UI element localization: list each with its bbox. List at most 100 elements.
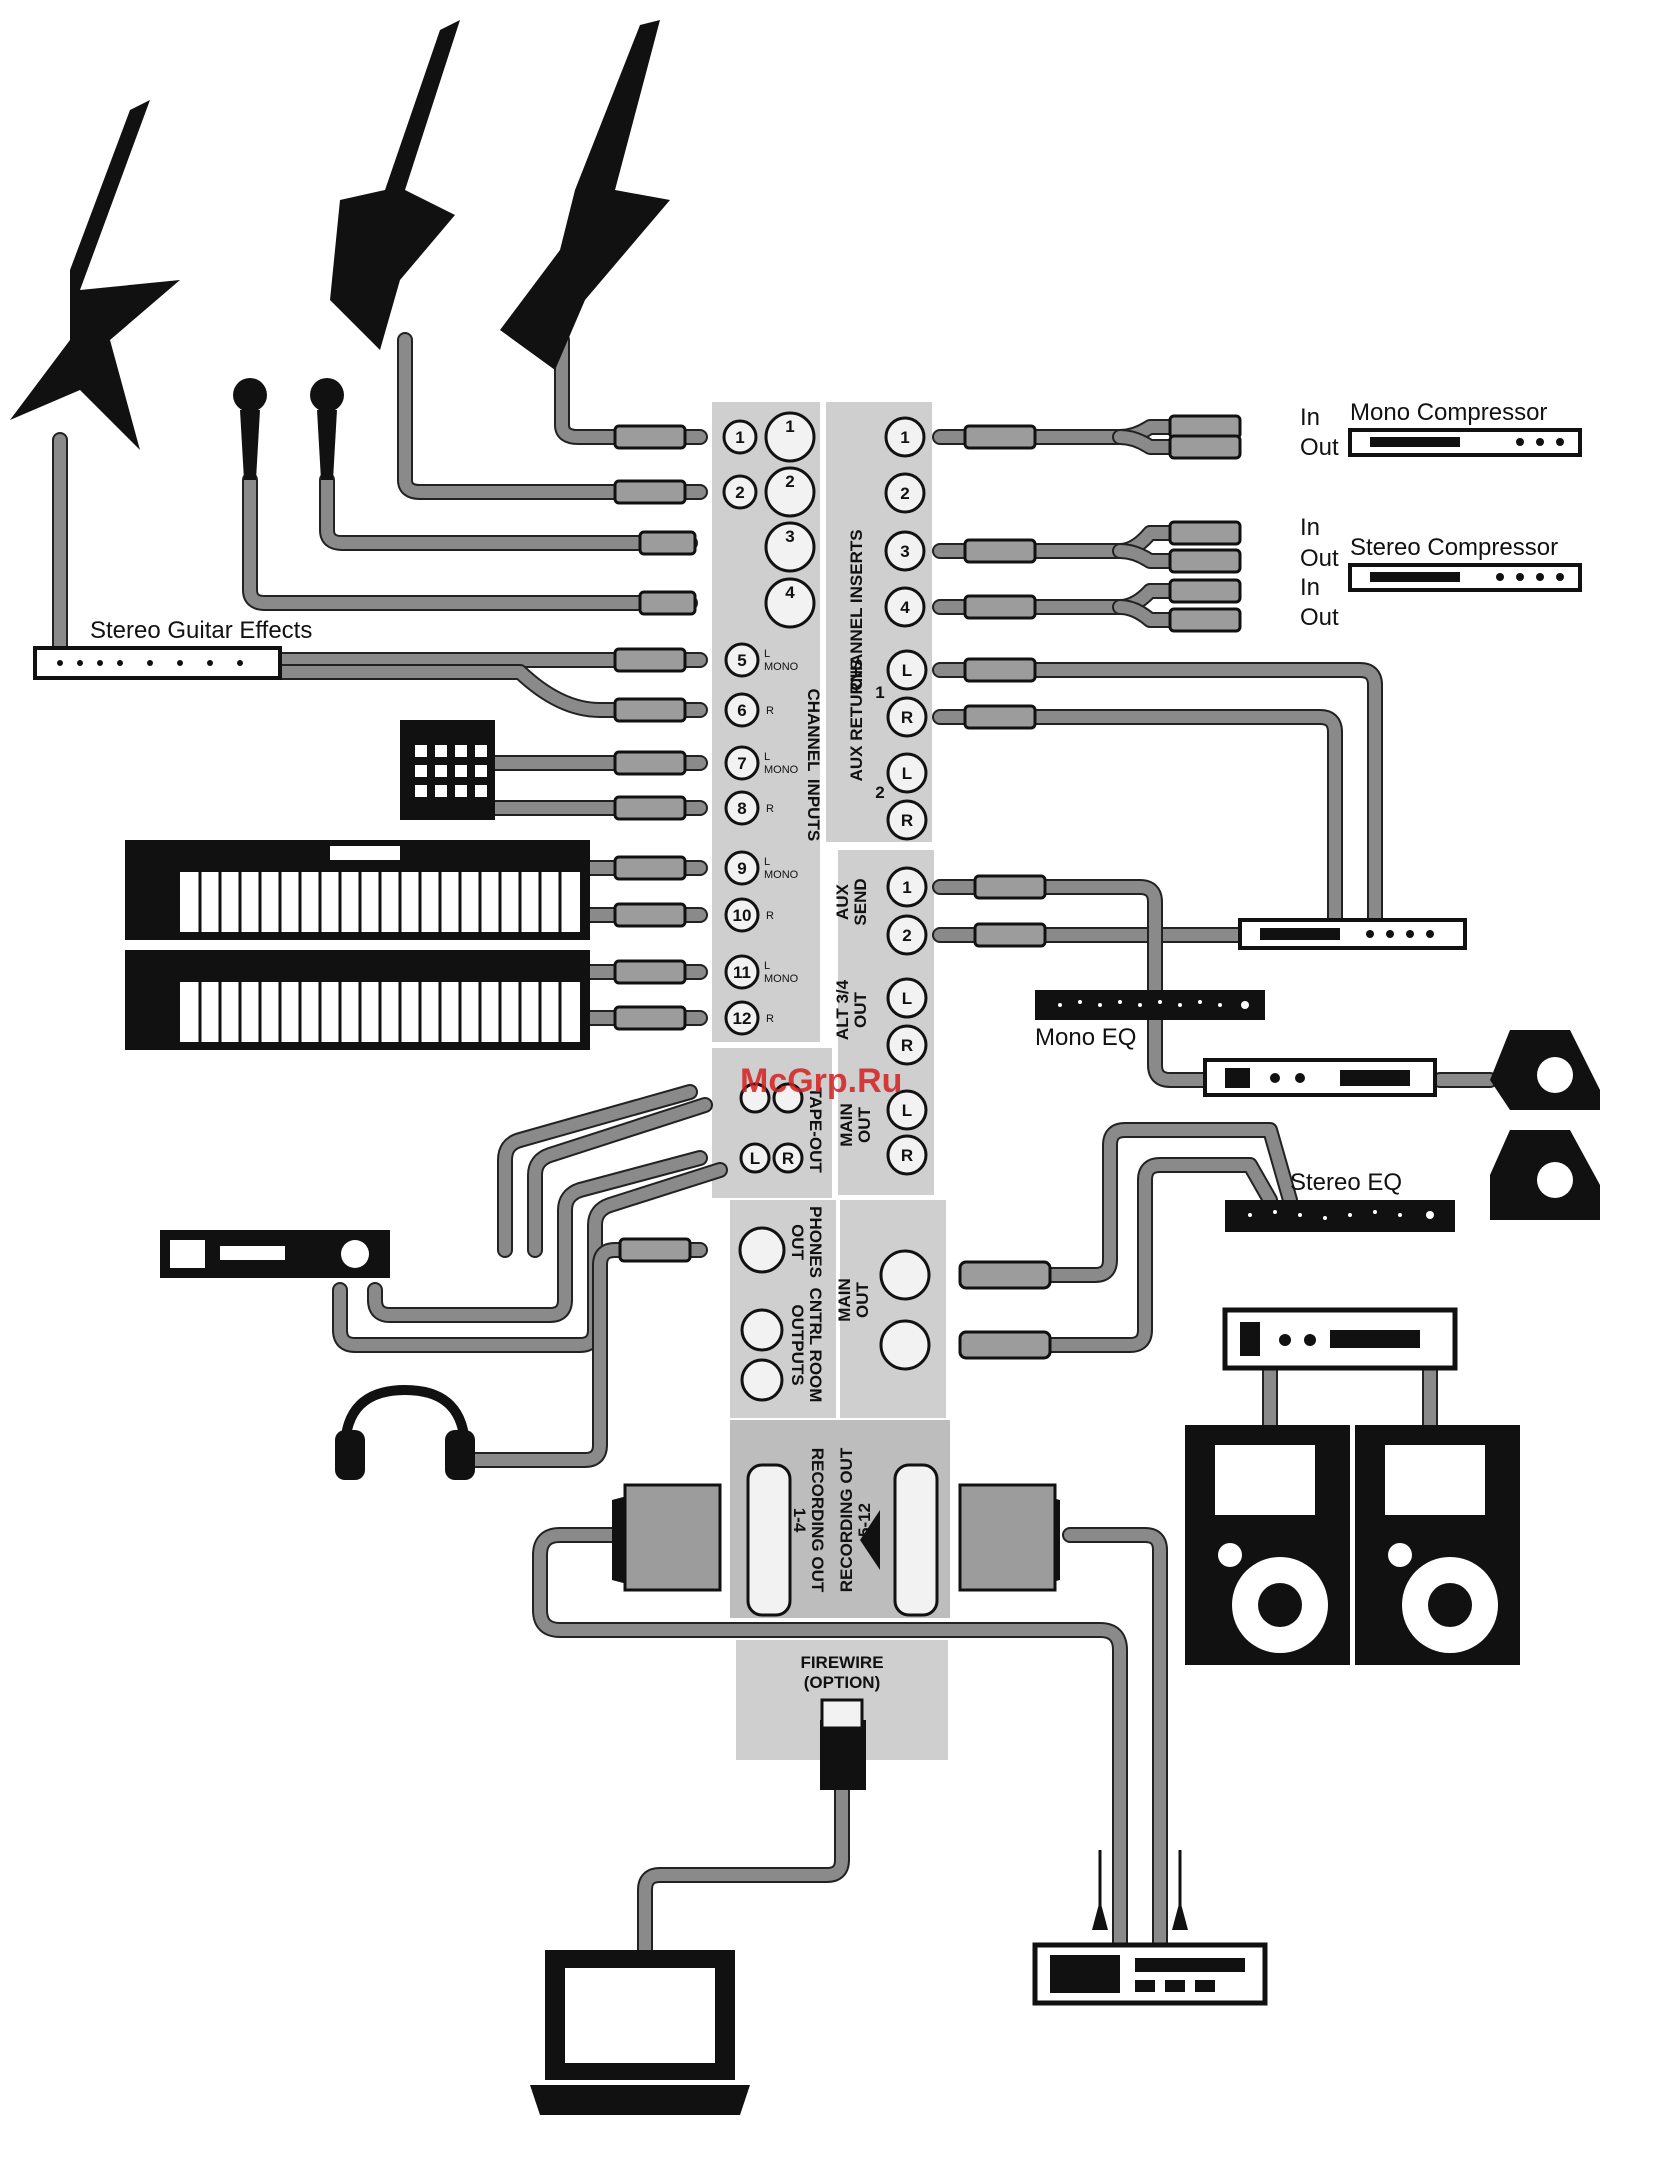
aux-send-label-1: AUX: [833, 883, 852, 920]
aux-return-2-l[interactable]: L: [902, 764, 912, 783]
insert-in-label-4: In: [1300, 574, 1320, 601]
main-out-rca-l[interactable]: L: [902, 1101, 912, 1120]
recording-out-1-4-connector[interactable]: [746, 1463, 792, 1617]
guitar-icon-2: [330, 20, 460, 350]
main-speaker-icon-r: [1355, 1425, 1520, 1665]
firewire-port[interactable]: [820, 1698, 864, 1730]
insert-in-label-1: In: [1300, 404, 1320, 431]
tape-out-l[interactable]: L: [750, 1149, 760, 1168]
input-side-7-mono: MONO: [764, 764, 799, 776]
input-jack-6[interactable]: 6: [737, 701, 746, 720]
xlr-number-3[interactable]: 3: [785, 527, 794, 546]
main-out-xlr-l[interactable]: [879, 1249, 931, 1301]
headphones-icon: [335, 1384, 475, 1480]
aux-returns-label: AUX RETURNS: [847, 659, 866, 782]
input-jack-5[interactable]: 5: [737, 651, 746, 670]
stereo-compressor-unit: [1348, 563, 1582, 592]
tape-out-r[interactable]: R: [782, 1149, 794, 1168]
microphone-icon-2: [310, 378, 344, 480]
laptop-icon: [530, 1950, 750, 2115]
main-out-rca-r[interactable]: R: [901, 1146, 913, 1165]
stereo-eq-label: Stereo EQ: [1290, 1169, 1402, 1196]
input-jack-7[interactable]: 7: [737, 754, 746, 773]
aux-send-2-jack[interactable]: 2: [902, 926, 911, 945]
mono-eq-unit: [1035, 990, 1265, 1020]
microphone-icon-1: [233, 378, 267, 480]
main-out-rca-label-1: MAIN: [837, 1103, 856, 1146]
input-jack-2[interactable]: 2: [735, 483, 744, 502]
input-jack-1[interactable]: 1: [735, 428, 744, 447]
input-side-8-r: R: [766, 803, 774, 815]
input-side-11-l: L: [764, 960, 770, 972]
xlr-number-4[interactable]: 4: [785, 583, 795, 602]
aux-return-1-r[interactable]: R: [901, 708, 913, 727]
aux-send-label-2: SEND: [851, 878, 870, 925]
input-side-11-mono: MONO: [764, 973, 799, 985]
main-out-rca-label-2: OUT: [855, 1106, 874, 1143]
aux-send-1-jack[interactable]: 1: [902, 878, 911, 897]
effects-processor-unit: [1238, 918, 1467, 950]
control-room-jack-r[interactable]: [740, 1358, 784, 1402]
phones-out-label-1: PHONES: [806, 1206, 825, 1278]
tape-recorder-unit: [160, 1230, 390, 1278]
input-side-7-l: L: [764, 751, 770, 763]
input-side-9-mono: MONO: [764, 869, 799, 881]
input-side-5-mono: MONO: [764, 661, 799, 673]
input-jack-9[interactable]: 9: [737, 859, 746, 878]
insert-jack-3[interactable]: 3: [900, 542, 909, 561]
aux-return-1-l[interactable]: L: [902, 661, 912, 680]
input-side-9-l: L: [764, 856, 770, 868]
recording-out-5-12-connector[interactable]: [893, 1463, 939, 1617]
main-out-xlr-label-1: MAIN: [835, 1278, 854, 1321]
main-out-xlr-r[interactable]: [879, 1319, 931, 1371]
alt-out-r-jack[interactable]: R: [901, 1036, 913, 1055]
aux-return-2-r[interactable]: R: [901, 811, 913, 830]
insert-out-label-1: Out: [1300, 434, 1339, 461]
firewire-label-2: (OPTION): [804, 1673, 881, 1692]
stereo-guitar-effects-unit: [33, 646, 282, 680]
cables: [52, 332, 1498, 1968]
alt-out-l-jack[interactable]: L: [902, 989, 912, 1008]
keyboard-icon-2: [125, 950, 590, 1050]
insert-jack-2[interactable]: 2: [900, 484, 909, 503]
channel-inserts-label: CHANNEL INSERTS: [847, 529, 866, 690]
guitar-icon-1: [10, 100, 180, 450]
xlr-number-1[interactable]: 1: [785, 417, 794, 436]
stereo-eq-unit: [1225, 1200, 1455, 1232]
mono-compressor-unit: [1348, 428, 1582, 457]
phones-jack[interactable]: [738, 1226, 786, 1274]
stereo-compressor-label: Stereo Compressor: [1350, 534, 1558, 561]
input-jack-10[interactable]: 10: [733, 906, 752, 925]
watermark-text: McGrp.Ru: [740, 1062, 902, 1100]
multitrack-recorder-unit: [1032, 1850, 1268, 2006]
tape-out-label: TAPE-OUT: [806, 1087, 825, 1173]
guitar-icon-3: [500, 20, 670, 370]
insert-jack-1[interactable]: 1: [900, 428, 909, 447]
mono-eq-label: Mono EQ: [1035, 1024, 1136, 1051]
input-jack-12[interactable]: 12: [733, 1009, 752, 1028]
input-jack-8[interactable]: 8: [737, 799, 746, 818]
input-jack-11[interactable]: 11: [733, 963, 751, 982]
drum-machine-icon: [400, 720, 495, 820]
insert-in-label-3: In: [1300, 514, 1320, 541]
insert-out-label-3: Out: [1300, 545, 1339, 572]
stage-monitor-icon-2: [1490, 1130, 1600, 1220]
xlr-number-2[interactable]: 2: [785, 472, 794, 491]
phones-out-label-2: OUT: [788, 1224, 807, 1261]
recording-out-b-label-1: RECORDING OUT: [837, 1447, 856, 1592]
control-room-label-1: CNTRL ROOM: [806, 1288, 825, 1403]
input-side-10-r: R: [766, 910, 774, 922]
control-room-jack-l[interactable]: [740, 1308, 784, 1352]
input-side-5-l: L: [764, 648, 770, 660]
control-room-label-2: OUTPUTS: [788, 1304, 807, 1385]
alt-out-label-1: ALT 3/4: [833, 979, 852, 1040]
keyboard-icon-1: [125, 840, 590, 940]
input-side-6-r: R: [766, 705, 774, 717]
insert-out-label-4: Out: [1300, 604, 1339, 631]
recording-out-a-label-2: 1-4: [790, 1508, 809, 1533]
channel-input-jacks: 1 1 2 2 3 4 5 6 7 8 9 10 11 12 L MONO R …: [722, 411, 816, 1036]
right-column-jacks: 1 2 3 4 L R L R 1 2 L R L R L R: [738, 416, 939, 1730]
plugs: [612, 414, 1242, 1790]
insert-jack-4[interactable]: 4: [900, 598, 910, 617]
